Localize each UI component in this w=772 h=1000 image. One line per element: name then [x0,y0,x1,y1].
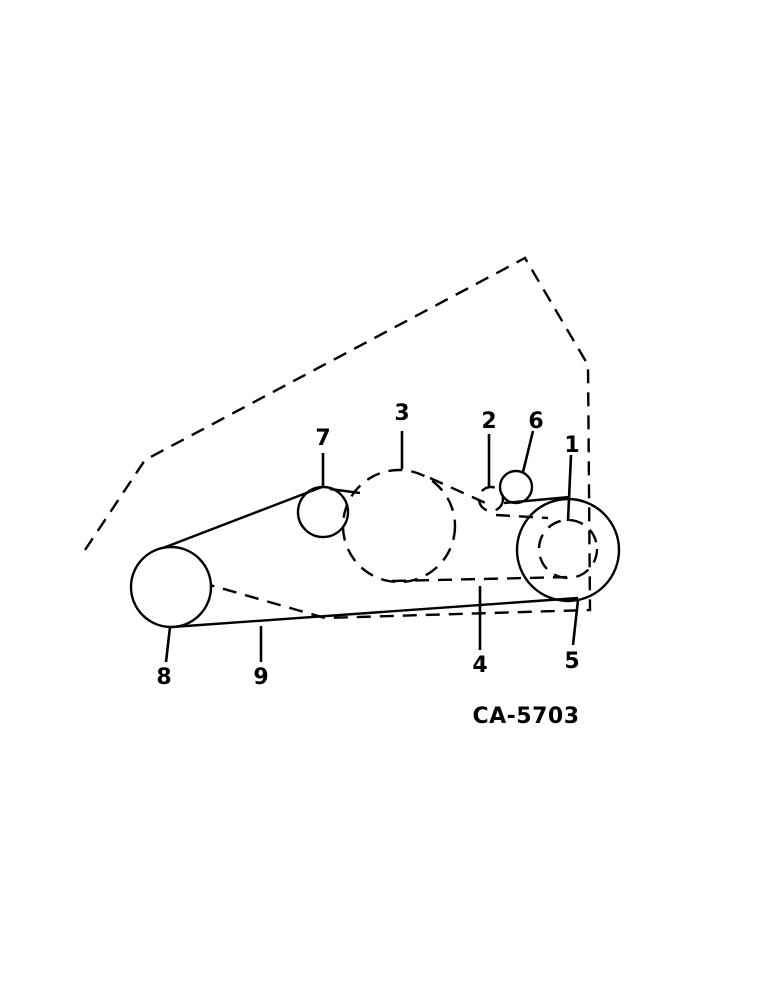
callout-4: 4 [472,653,487,678]
belt-upper-run [162,485,323,550]
callout-2: 2 [481,409,496,434]
drum-3-hidden [341,468,457,584]
leader-6 [521,430,535,473]
leader-1 [566,454,573,522]
hidden-belt-to-1 [495,513,549,520]
hidden-belt-upper [429,476,491,507]
leader-8 [164,626,172,663]
pulley-1-hidden [537,518,599,580]
pulley-8 [129,545,213,629]
callout-9: 9 [253,665,268,690]
callout-3: 3 [394,401,409,426]
housing-outline [84,256,592,620]
small-pulley-2-hidden [477,485,505,513]
callout-6: 6 [528,409,543,434]
callout-5: 5 [564,649,579,674]
leader-5 [571,599,580,646]
callout-8: 8 [156,665,171,690]
idler-pulley-7 [296,485,350,539]
pulley-6 [498,469,534,505]
drawing-code: CA-5703 [472,704,579,729]
belt-lower-run [171,596,579,629]
callout-1: 1 [564,433,579,458]
callout-7: 7 [315,426,330,451]
hidden-belt-lower [391,575,571,583]
